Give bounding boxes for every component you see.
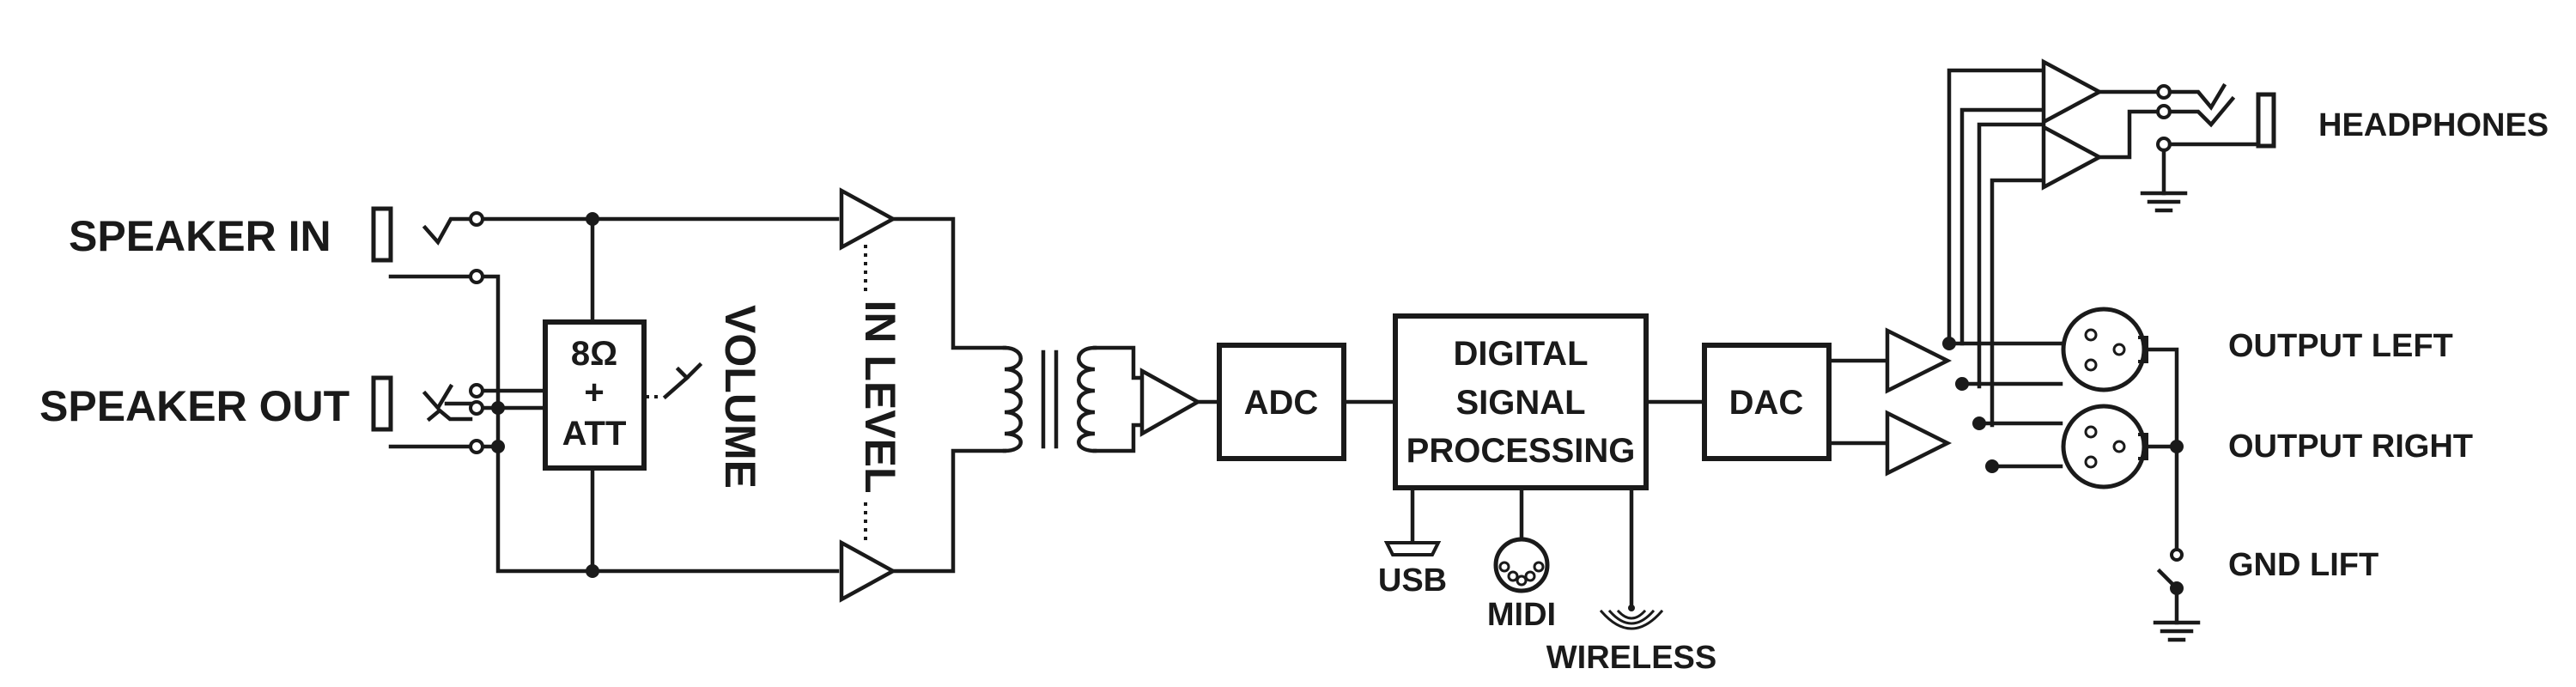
node-speaker-in-sleeve: [469, 269, 484, 284]
junction-out-4: [1985, 459, 1999, 473]
dsp-block: [1393, 313, 1649, 490]
dsp-line2: SIGNAL: [1455, 384, 1585, 422]
junction-att-top: [586, 212, 599, 226]
wire-right-up-2: [1990, 178, 2046, 428]
wire-hp-right-out: [2097, 109, 2162, 160]
wire-preamp-top-out: [890, 216, 1007, 350]
junction-out-2: [1955, 377, 1969, 391]
dac-label: DAC: [1729, 384, 1804, 422]
input-preamp-bottom: [839, 539, 897, 603]
junction-out-3: [1972, 416, 1986, 430]
speaker-out-jack: [371, 375, 473, 449]
junction-bus-b: [491, 440, 505, 453]
junction-ground: [2170, 440, 2184, 453]
dac-block: [1702, 343, 1832, 461]
dsp-line1: DIGITAL: [1453, 335, 1588, 373]
speaker-out-label: SPEAKER OUT: [39, 382, 349, 430]
wire-left-up-2: [1959, 107, 2046, 346]
headphones-label: HEADPHONES: [2318, 107, 2549, 143]
junction-bus-a: [491, 401, 505, 415]
wire-preamp-bottom-out: [890, 448, 1007, 574]
usb-label: USB: [1378, 562, 1447, 599]
headphones-jack: [2140, 82, 2276, 213]
xlr-output-left: [2061, 307, 2148, 392]
attenuator-line2: +: [584, 374, 604, 411]
output-amp-left: [1885, 327, 1953, 394]
adc-driver-amp: [1139, 368, 1202, 437]
node-speaker-out-sleeve: [469, 439, 484, 454]
wireless-antenna-icon: [1599, 605, 1664, 630]
wire-transformer-out-bottom: [1092, 423, 1145, 453]
volume-control-icon: [646, 362, 703, 400]
node-speaker-out-a: [469, 383, 484, 398]
output-amp-right: [1885, 410, 1953, 477]
wireless-label: WIRELESS: [1546, 640, 1716, 676]
midi-label: MIDI: [1487, 597, 1556, 633]
junction-att-bottom: [586, 564, 599, 578]
volume-label: VOLUME: [716, 305, 764, 489]
adc-label: ADC: [1244, 384, 1319, 422]
gnd-lift-label: GND LIFT: [2228, 547, 2379, 583]
attenuator-line1: 8Ω: [571, 335, 617, 373]
usb-icon: [1383, 541, 1442, 556]
attenuator-block: [543, 319, 647, 471]
headphone-amp-right: [2041, 124, 2104, 191]
node-speaker-in-tip: [469, 211, 484, 227]
input-preamp-top: [839, 187, 897, 251]
wire-xlr-ground: [2142, 347, 2179, 552]
output-right-label: OUTPUT RIGHT: [2228, 429, 2473, 465]
headphone-amp-left: [2041, 58, 2104, 125]
speaker-in-jack: [371, 206, 473, 279]
junction-out-1: [1942, 337, 1956, 350]
gnd-lift-switch: [2153, 548, 2201, 642]
adc-block: [1217, 343, 1346, 461]
in-level-label: IN LEVEL: [856, 300, 904, 493]
wire-left-up-1: [1947, 68, 2046, 346]
speaker-in-label: SPEAKER IN: [69, 212, 331, 260]
wire-transformer-out-top: [1092, 345, 1145, 380]
input-transformer: [1002, 345, 1097, 453]
wire-bus-left: [478, 274, 840, 574]
attenuator-line3: ATT: [562, 415, 627, 453]
midi-connector-icon: [1493, 537, 1550, 593]
wire-right-up-1: [1977, 122, 2046, 389]
output-left-label: OUTPUT LEFT: [2228, 328, 2453, 364]
dsp-line3: PROCESSING: [1406, 432, 1636, 470]
xlr-output-right: [2061, 404, 2148, 489]
node-speaker-out-b: [469, 400, 484, 416]
